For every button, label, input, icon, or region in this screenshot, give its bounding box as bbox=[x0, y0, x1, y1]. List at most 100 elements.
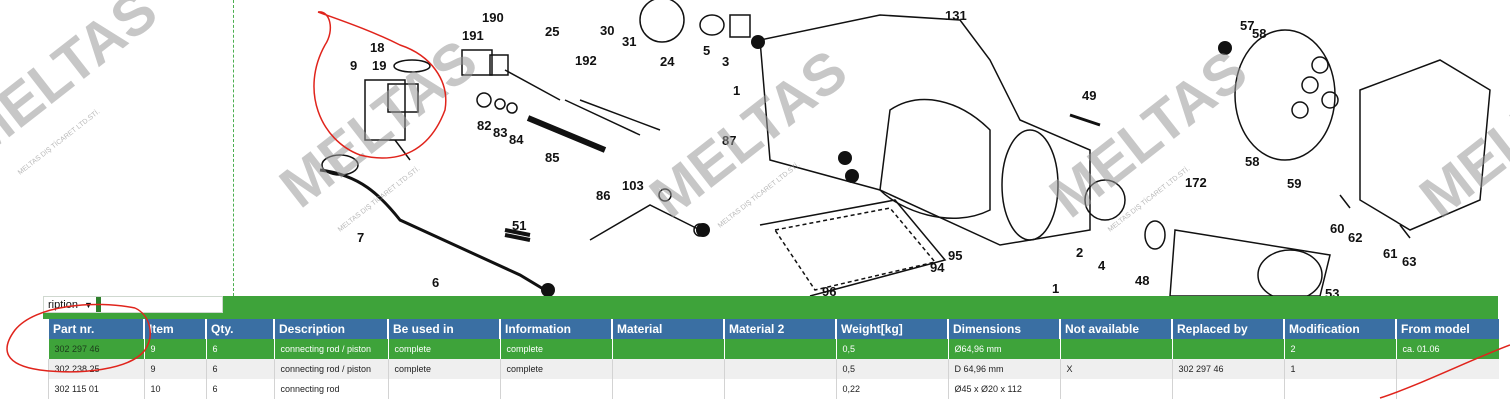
svg-text:191: 191 bbox=[462, 28, 484, 43]
svg-text:62: 62 bbox=[1348, 230, 1362, 245]
cell-material-2 bbox=[723, 339, 836, 359]
cell-not-available bbox=[1059, 379, 1172, 399]
svg-text:48: 48 bbox=[1135, 273, 1149, 288]
cell-qty: 6 bbox=[205, 359, 274, 379]
svg-text:6: 6 bbox=[432, 275, 439, 290]
cell-modification: 1 bbox=[1283, 359, 1396, 379]
col-information[interactable]: Information bbox=[499, 319, 612, 339]
col-qty[interactable]: Qty. bbox=[205, 319, 274, 339]
cell-from-model: ca. 01.06 bbox=[1395, 339, 1499, 359]
col-from-model[interactable]: From model bbox=[1395, 319, 1499, 339]
svg-text:82: 82 bbox=[477, 118, 491, 133]
table-row[interactable]: 302 115 01 10 6 connecting rod 0,22 Ø45 … bbox=[47, 379, 1499, 399]
cell-modification: 2 bbox=[1283, 339, 1396, 359]
svg-text:192: 192 bbox=[575, 53, 597, 68]
col-not-available[interactable]: Not available bbox=[1059, 319, 1172, 339]
cell-item: 9 bbox=[143, 339, 206, 359]
cell-information bbox=[499, 379, 612, 399]
svg-text:31: 31 bbox=[622, 34, 636, 49]
svg-text:59: 59 bbox=[1287, 176, 1301, 191]
cell-information: complete bbox=[499, 359, 612, 379]
filter-bar bbox=[43, 296, 1498, 319]
svg-text:30: 30 bbox=[600, 23, 614, 38]
cell-part-nr: 302 115 01 bbox=[47, 379, 144, 399]
svg-text:60: 60 bbox=[1330, 221, 1344, 236]
cell-be-used-in: complete bbox=[387, 339, 500, 359]
col-be-used-in[interactable]: Be used in bbox=[387, 319, 500, 339]
svg-text:MELTAS: MELTAS bbox=[0, 0, 169, 170]
cell-modification bbox=[1283, 379, 1396, 399]
cell-be-used-in: complete bbox=[387, 359, 500, 379]
cell-dimensions: Ø45 x Ø20 x 112 bbox=[947, 379, 1060, 399]
dropdown-value: ription bbox=[48, 299, 78, 311]
col-material[interactable]: Material bbox=[611, 319, 724, 339]
svg-text:25: 25 bbox=[545, 24, 559, 39]
svg-text:1: 1 bbox=[1052, 281, 1059, 296]
parts-table: Part nr. Item Qty. Description Be used i… bbox=[47, 319, 1499, 399]
cell-weight: 0,5 bbox=[835, 359, 948, 379]
cell-weight: 0,22 bbox=[835, 379, 948, 399]
cell-material bbox=[611, 339, 724, 359]
cell-item: 9 bbox=[143, 359, 206, 379]
cell-material-2 bbox=[723, 359, 836, 379]
cell-item: 10 bbox=[143, 379, 206, 399]
cell-description: connecting rod bbox=[273, 379, 388, 399]
svg-text:85: 85 bbox=[545, 150, 559, 165]
col-item[interactable]: Item bbox=[143, 319, 206, 339]
table-row[interactable]: 302 297 46 9 6 connecting rod / piston c… bbox=[47, 339, 1499, 359]
cell-replaced-by bbox=[1171, 339, 1284, 359]
cell-replaced-by: 302 297 46 bbox=[1171, 359, 1284, 379]
col-description[interactable]: Description bbox=[273, 319, 388, 339]
col-modification[interactable]: Modification bbox=[1283, 319, 1396, 339]
svg-text:131: 131 bbox=[945, 8, 967, 23]
col-part-nr[interactable]: Part nr. bbox=[47, 319, 144, 339]
svg-text:84: 84 bbox=[509, 132, 524, 147]
svg-text:49: 49 bbox=[1082, 88, 1096, 103]
cell-qty: 6 bbox=[205, 379, 274, 399]
cell-dimensions: Ø64,96 mm bbox=[947, 339, 1060, 359]
svg-text:58: 58 bbox=[1252, 26, 1266, 41]
cell-part-nr: 302 297 46 bbox=[47, 339, 144, 359]
svg-text:57: 57 bbox=[1240, 18, 1254, 33]
chevron-down-icon: ▼ bbox=[84, 300, 93, 310]
svg-text:103: 103 bbox=[622, 178, 644, 193]
column-filter-dropdown[interactable]: ription ▼ bbox=[43, 296, 223, 313]
cell-replaced-by bbox=[1171, 379, 1284, 399]
col-dimensions[interactable]: Dimensions bbox=[947, 319, 1060, 339]
svg-text:19: 19 bbox=[372, 58, 386, 73]
table-header-row: Part nr. Item Qty. Description Be used i… bbox=[47, 319, 1499, 339]
svg-text:83: 83 bbox=[493, 125, 507, 140]
svg-text:7: 7 bbox=[357, 230, 364, 245]
svg-text:53: 53 bbox=[1325, 286, 1339, 296]
svg-text:86: 86 bbox=[596, 188, 610, 203]
svg-text:95: 95 bbox=[948, 248, 962, 263]
cell-material bbox=[611, 359, 724, 379]
cell-description: connecting rod / piston bbox=[273, 359, 388, 379]
cell-from-model bbox=[1395, 359, 1499, 379]
cell-not-available bbox=[1059, 339, 1172, 359]
svg-text:18: 18 bbox=[370, 40, 384, 55]
cell-from-model bbox=[1395, 379, 1499, 399]
svg-text:172: 172 bbox=[1185, 175, 1207, 190]
svg-text:MELTAS: MELTAS bbox=[268, 28, 489, 221]
cell-not-available: X bbox=[1059, 359, 1172, 379]
svg-text:4: 4 bbox=[1098, 258, 1106, 273]
svg-text:63: 63 bbox=[1402, 254, 1416, 269]
col-material-2[interactable]: Material 2 bbox=[723, 319, 836, 339]
svg-text:1: 1 bbox=[733, 83, 740, 98]
cell-dimensions: D 64,96 mm bbox=[947, 359, 1060, 379]
cell-be-used-in bbox=[387, 379, 500, 399]
col-weight[interactable]: Weight[kg] bbox=[835, 319, 948, 339]
svg-text:51: 51 bbox=[512, 218, 526, 233]
svg-text:94: 94 bbox=[930, 260, 945, 275]
resize-handle[interactable] bbox=[96, 297, 101, 312]
svg-text:2: 2 bbox=[1076, 245, 1083, 260]
svg-text:9: 9 bbox=[350, 58, 357, 73]
cell-information: complete bbox=[499, 339, 612, 359]
svg-text:61: 61 bbox=[1383, 246, 1397, 261]
table-row[interactable]: 302 238 25 9 6 connecting rod / piston c… bbox=[47, 359, 1499, 379]
cell-material-2 bbox=[723, 379, 836, 399]
cell-description: connecting rod / piston bbox=[273, 339, 388, 359]
col-replaced-by[interactable]: Replaced by bbox=[1171, 319, 1284, 339]
